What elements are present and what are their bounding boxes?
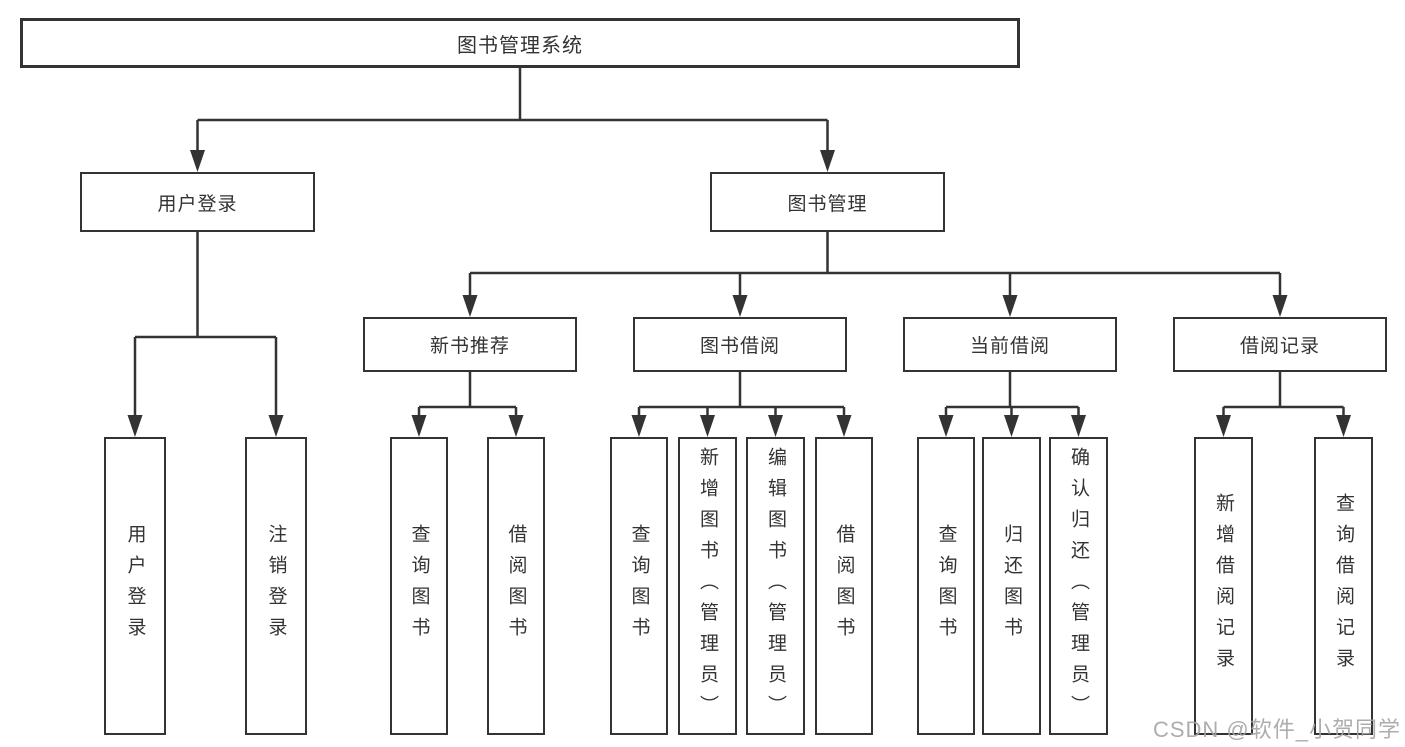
- arrowheads: [127, 150, 1351, 437]
- node-user-login: 用户登录: [80, 172, 315, 232]
- node-book-management: 图书管理: [710, 172, 945, 232]
- leaf-borrow-books-1: 借阅图书: [487, 437, 545, 735]
- leaf-borrow-books-2: 借阅图书: [815, 437, 873, 735]
- node-book-borrowing: 图书借阅: [633, 317, 847, 372]
- leaf-query-books-3: 查询图书: [917, 437, 975, 735]
- node-current-borrowing: 当前借阅: [903, 317, 1117, 372]
- leaf-return-book: 归还图书: [982, 437, 1041, 735]
- leaf-user-login: 用户登录: [104, 437, 166, 735]
- leaf-query-books-1: 查询图书: [390, 437, 448, 735]
- leaf-edit-book-admin: 编辑图书（管理员）: [746, 437, 805, 735]
- node-borrowing-records: 借阅记录: [1173, 317, 1387, 372]
- leaf-query-borrow-record: 查询借阅记录: [1314, 437, 1373, 735]
- leaf-query-books-2: 查询图书: [610, 437, 668, 735]
- leaf-confirm-return-admin: 确认归还（管理员）: [1049, 437, 1108, 735]
- node-root: 图书管理系统: [20, 18, 1020, 68]
- csdn-watermark: CSDN @软件_小贺同学: [1152, 717, 1401, 742]
- leaf-logout: 注销登录: [245, 437, 307, 735]
- node-new-book-recommend: 新书推荐: [363, 317, 577, 372]
- leaf-add-borrow-record: 新增借阅记录: [1194, 437, 1253, 735]
- leaf-add-book-admin: 新增图书（管理员）: [678, 437, 737, 735]
